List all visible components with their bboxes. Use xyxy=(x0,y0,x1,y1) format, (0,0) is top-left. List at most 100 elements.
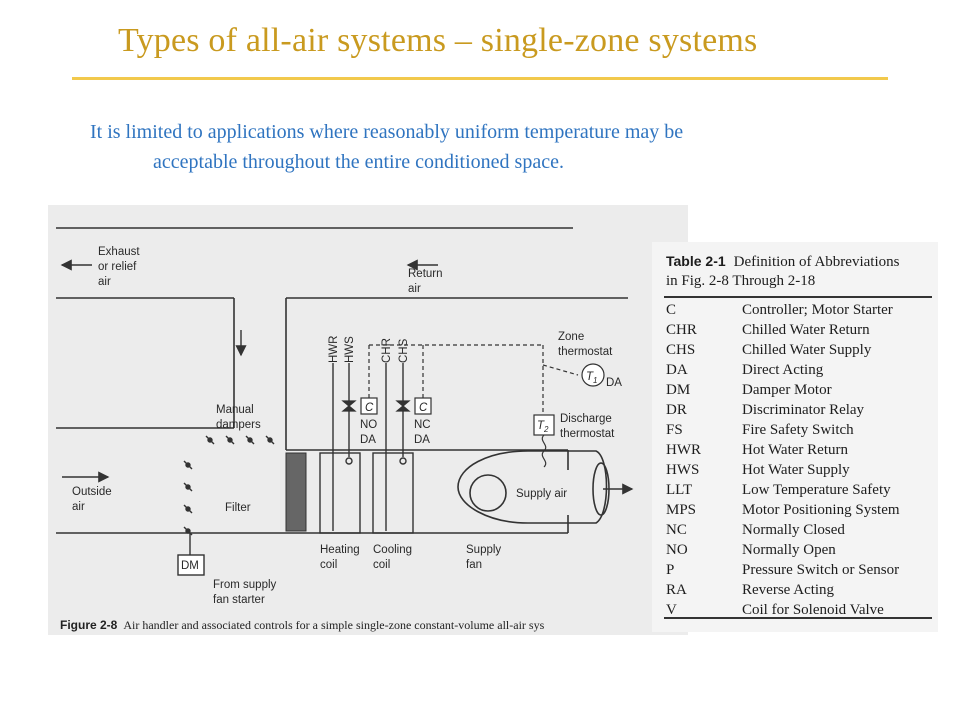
label-outside: Outside xyxy=(72,486,112,498)
control-signal-lines xyxy=(368,344,579,415)
title-underline xyxy=(72,77,888,80)
label-or-relief: or relief xyxy=(98,261,137,273)
table-bottom-rule xyxy=(664,617,932,619)
label-no: NO xyxy=(360,419,377,431)
definition-cell: Fire Safety Switch xyxy=(742,422,854,438)
label-hws: HWS xyxy=(344,336,356,363)
definition-cell: Controller; Motor Starter xyxy=(742,302,893,318)
definition-cell: Chilled Water Return xyxy=(742,322,870,338)
table-row: DR Discriminator Relay xyxy=(666,400,900,420)
label-outside-air: air xyxy=(72,501,85,513)
abbreviation-cell: C xyxy=(666,302,677,318)
label-supply-fan: fan xyxy=(466,559,482,571)
supply-fan xyxy=(457,450,610,524)
air-handler-diagram: Exhaust or relief air Return air Manual … xyxy=(48,205,688,635)
definition-cell: Direct Acting xyxy=(742,362,824,378)
label-discharge-thermostat: thermostat xyxy=(560,428,615,440)
abbreviation-cell: V xyxy=(666,602,677,618)
table-row: NO Normally Open xyxy=(666,540,900,560)
abbreviation-cell: P xyxy=(666,562,675,578)
figure-caption-text: Air handler and associated controls for … xyxy=(123,618,545,632)
abbreviation-cell: MPS xyxy=(666,502,697,518)
abbreviation-cell: DM xyxy=(666,382,691,398)
table-row: CHS Chilled Water Supply xyxy=(666,340,900,360)
table-row: P Pressure Switch or Sensor xyxy=(666,560,900,580)
label-from-supply: From supply xyxy=(213,579,277,591)
figure-number: Figure 2-8 xyxy=(60,618,118,632)
label-heating: Heating xyxy=(320,544,360,556)
abbreviation-cell: HWS xyxy=(666,462,700,478)
label-da-t1: DA xyxy=(606,377,622,389)
definition-cell: Reverse Acting xyxy=(742,582,835,598)
definition-cell: Discriminator Relay xyxy=(742,402,865,418)
figure-caption: Figure 2-8 Air handler and associated con… xyxy=(60,618,544,633)
definition-cell: Motor Positioning System xyxy=(742,502,900,518)
table-title-cont: in Fig. 2-8 Through 2-18 xyxy=(666,273,816,289)
label-filter: Filter xyxy=(225,502,251,514)
definition-cell: Low Temperature Safety xyxy=(742,482,891,498)
label-chs: CHS xyxy=(398,338,410,363)
control-valves xyxy=(341,397,432,415)
label-chr: CHR xyxy=(381,338,393,363)
abbreviation-cell: LLT xyxy=(666,482,693,498)
label-zone: Zone xyxy=(558,331,584,343)
filter-element xyxy=(285,452,307,532)
manual-dampers xyxy=(183,435,275,536)
table-row: LLT Low Temperature Safety xyxy=(666,480,900,500)
intro-text: It is limited to applications where reas… xyxy=(90,117,683,177)
table-top-rule xyxy=(664,296,932,298)
intro-line-1: It is limited to applications where reas… xyxy=(90,121,684,143)
abbreviation-cell: DA xyxy=(666,362,688,378)
label-heating-coil: coil xyxy=(320,559,337,571)
definition-cell: Normally Open xyxy=(742,542,836,558)
label-da-2: DA xyxy=(414,434,430,446)
definition-cell: Chilled Water Supply xyxy=(742,342,872,358)
abbreviation-cell: NO xyxy=(666,542,688,558)
table-row: DA Direct Acting xyxy=(666,360,900,380)
abbreviation-cell: FS xyxy=(666,422,683,438)
label-da-1: DA xyxy=(360,434,376,446)
abbreviation-cell: HWR xyxy=(666,442,701,458)
label-supply: Supply xyxy=(466,544,501,556)
thermostats xyxy=(533,363,605,468)
abbreviation-cell: CHR xyxy=(666,322,697,338)
label-dampers: dampers xyxy=(216,419,261,431)
table-row: V Coil for Solenoid Valve xyxy=(666,600,900,620)
coils xyxy=(319,452,414,534)
label-controller-1: C xyxy=(365,402,374,414)
table-row: C Controller; Motor Starter xyxy=(666,300,900,320)
abbreviation-cell: NC xyxy=(666,522,687,538)
label-return: Return xyxy=(408,268,443,280)
table-row: HWS Hot Water Supply xyxy=(666,460,900,480)
definition-cell: Damper Motor xyxy=(742,382,832,398)
label-t2: T2 xyxy=(537,420,549,434)
label-manual: Manual xyxy=(216,404,254,416)
label-zone-thermostat: thermostat xyxy=(558,346,613,358)
label-cooling: Cooling xyxy=(373,544,412,556)
definition-cell: Coil for Solenoid Valve xyxy=(742,602,884,618)
label-nc: NC xyxy=(414,419,431,431)
label-fan-starter: fan starter xyxy=(213,594,265,606)
abbreviation-cell: DR xyxy=(666,402,687,418)
definition-cell: Pressure Switch or Sensor xyxy=(742,562,900,578)
label-exhaust-air: air xyxy=(98,276,111,288)
table-row: MPS Motor Positioning System xyxy=(666,500,900,520)
label-exhaust: Exhaust xyxy=(98,246,140,258)
label-dm: DM xyxy=(181,560,199,572)
table-row: FS Fire Safety Switch xyxy=(666,420,900,440)
abbreviation-cell: CHS xyxy=(666,342,696,358)
table-row: DM Damper Motor xyxy=(666,380,900,400)
label-discharge: Discharge xyxy=(560,413,612,425)
abbreviation-cell: RA xyxy=(666,582,687,598)
definition-cell: Hot Water Supply xyxy=(742,462,850,478)
table-row: RA Reverse Acting xyxy=(666,580,900,600)
label-return-air: air xyxy=(408,283,421,295)
label-supply-air: Supply air xyxy=(516,488,567,500)
definition-cell: Normally Closed xyxy=(742,522,845,538)
table-row: CHR Chilled Water Return xyxy=(666,320,900,340)
damper-motor xyxy=(177,533,205,576)
label-t1: T1 xyxy=(586,371,597,385)
